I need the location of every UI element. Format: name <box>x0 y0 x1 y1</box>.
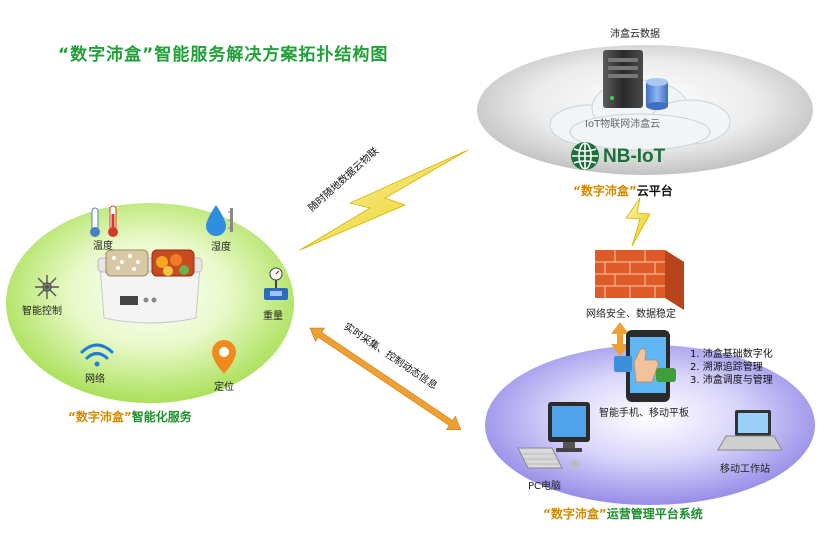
temperature-icon <box>90 205 118 237</box>
smart-control-icon <box>35 275 59 299</box>
cloud-data-label: 沛盒云数据 <box>610 29 660 40</box>
platform-caption-quoted: “数字沛盒” <box>543 507 607 521</box>
database-icon <box>646 78 668 110</box>
device-service-caption: “数字沛盒”智能化服务 <box>68 408 192 425</box>
platform-system-caption: “数字沛盒”运营管理平台系统 <box>543 505 703 522</box>
firewall-phone-arrow <box>611 322 629 356</box>
cloud-platform-caption: “数字沛盒”云平台 <box>573 182 673 199</box>
device-caption-quoted: “数字沛盒” <box>68 410 132 424</box>
pc-label: PC电脑 <box>528 481 562 492</box>
smartphone-icon <box>614 330 676 402</box>
nbiot-text: NB-IoT <box>603 146 666 167</box>
cloud-caption-quoted: “数字沛盒” <box>573 184 637 198</box>
temperature-label: 温度 <box>93 241 113 252</box>
humidity-drop-icon <box>206 205 233 236</box>
iot-cloud-label: IoT物联网沛盒云 <box>585 119 661 130</box>
feature-item: 1. 沛盒基础数字化 <box>690 349 773 360</box>
platform-caption-rest: 运营管理平台系统 <box>606 507 703 521</box>
smart-control-label: 智能控制 <box>22 306 62 317</box>
page-title: “数字沛盒”智能服务解决方案拓扑结构图 <box>58 45 389 65</box>
pc-computer-icon <box>517 402 590 469</box>
firewall-label: 网络安全、数据稳定 <box>586 309 676 320</box>
network-wifi-icon <box>80 343 114 367</box>
humidity-label: 湿度 <box>211 242 231 253</box>
location-label: 定位 <box>214 382 234 393</box>
feature-item: 3. 沛盒调度与管理 <box>690 375 773 386</box>
device-caption-rest: 智能化服务 <box>131 410 192 424</box>
lightning-bolt-cloud-device <box>299 149 469 251</box>
firewall-icon <box>595 250 684 310</box>
location-pin-icon <box>212 340 236 374</box>
network-label: 网络 <box>85 374 105 385</box>
platform-zone-ellipse <box>485 345 815 505</box>
feature-item: 2. 溯源追踪管理 <box>690 362 763 373</box>
platform-feature-list: 1. 沛盒基础数字化 2. 溯源追踪管理 3. 沛盒调度与管理 <box>690 348 773 387</box>
laptop-icon <box>717 410 783 451</box>
lunchbox-icon <box>97 249 203 324</box>
lightning-bolt-cloud-firewall <box>625 197 651 247</box>
phone-label: 智能手机、移动平板 <box>599 408 689 419</box>
device-platform-arrow <box>309 327 462 431</box>
cloud-caption-rest: 云平台 <box>636 184 673 198</box>
weight-label: 重量 <box>263 311 283 322</box>
laptop-label: 移动工作站 <box>720 464 770 475</box>
server-icon <box>603 50 643 108</box>
weight-scale-icon <box>264 267 288 300</box>
nbiot-logo <box>571 142 599 170</box>
